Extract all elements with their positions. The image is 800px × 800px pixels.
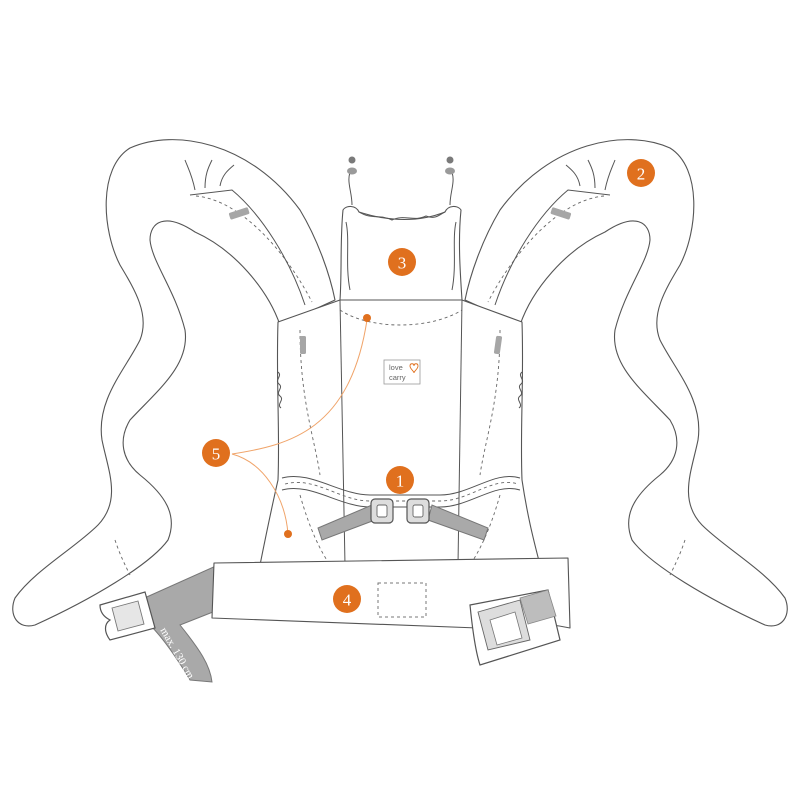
left-body-tag (300, 336, 306, 354)
callout-badge-4: 4 (333, 585, 361, 613)
right-cord-stopper (446, 156, 454, 164)
head-rest-panel (339, 156, 463, 301)
right-shoulder-strap (464, 139, 788, 627)
chest-strap (281, 476, 521, 541)
logo-heart-icon (409, 363, 419, 374)
callout-number-2: 2 (637, 165, 646, 184)
right-body-tag (493, 335, 503, 355)
carrier-body-panel (259, 299, 541, 566)
logo-line-love: love (389, 363, 403, 372)
logo-line-carry: carry (389, 373, 406, 382)
right-cord-lock (445, 167, 455, 175)
waist-belt: max. 130 cm (99, 557, 571, 683)
callout-number-3: 3 (398, 254, 407, 273)
waist-webbing-strap (139, 564, 219, 683)
callout-5-leaders (231, 314, 371, 538)
waist-buckle-female[interactable] (469, 589, 561, 666)
callout-badge-5: 5 (202, 439, 230, 467)
left-cord-stopper (348, 156, 356, 164)
love-carry-logo: love carry (383, 359, 421, 385)
left-strap-tag (228, 207, 250, 220)
callout-badge-2: 2 (627, 159, 655, 187)
left-shoulder-strap (12, 139, 336, 627)
waist-buckle-male[interactable] (99, 591, 156, 641)
callout-number-5: 5 (212, 445, 221, 464)
left-cord-lock (347, 167, 357, 175)
callout-number-4: 4 (343, 591, 352, 610)
callout-badge-1: 1 (386, 466, 414, 494)
belt-pocket (377, 582, 427, 618)
callout-number-1: 1 (396, 472, 405, 491)
callout-5-marker-lower (284, 530, 292, 538)
right-strap-tag (550, 207, 572, 220)
callout-5-marker-upper (363, 314, 371, 322)
callout-badge-3: 3 (388, 248, 416, 276)
